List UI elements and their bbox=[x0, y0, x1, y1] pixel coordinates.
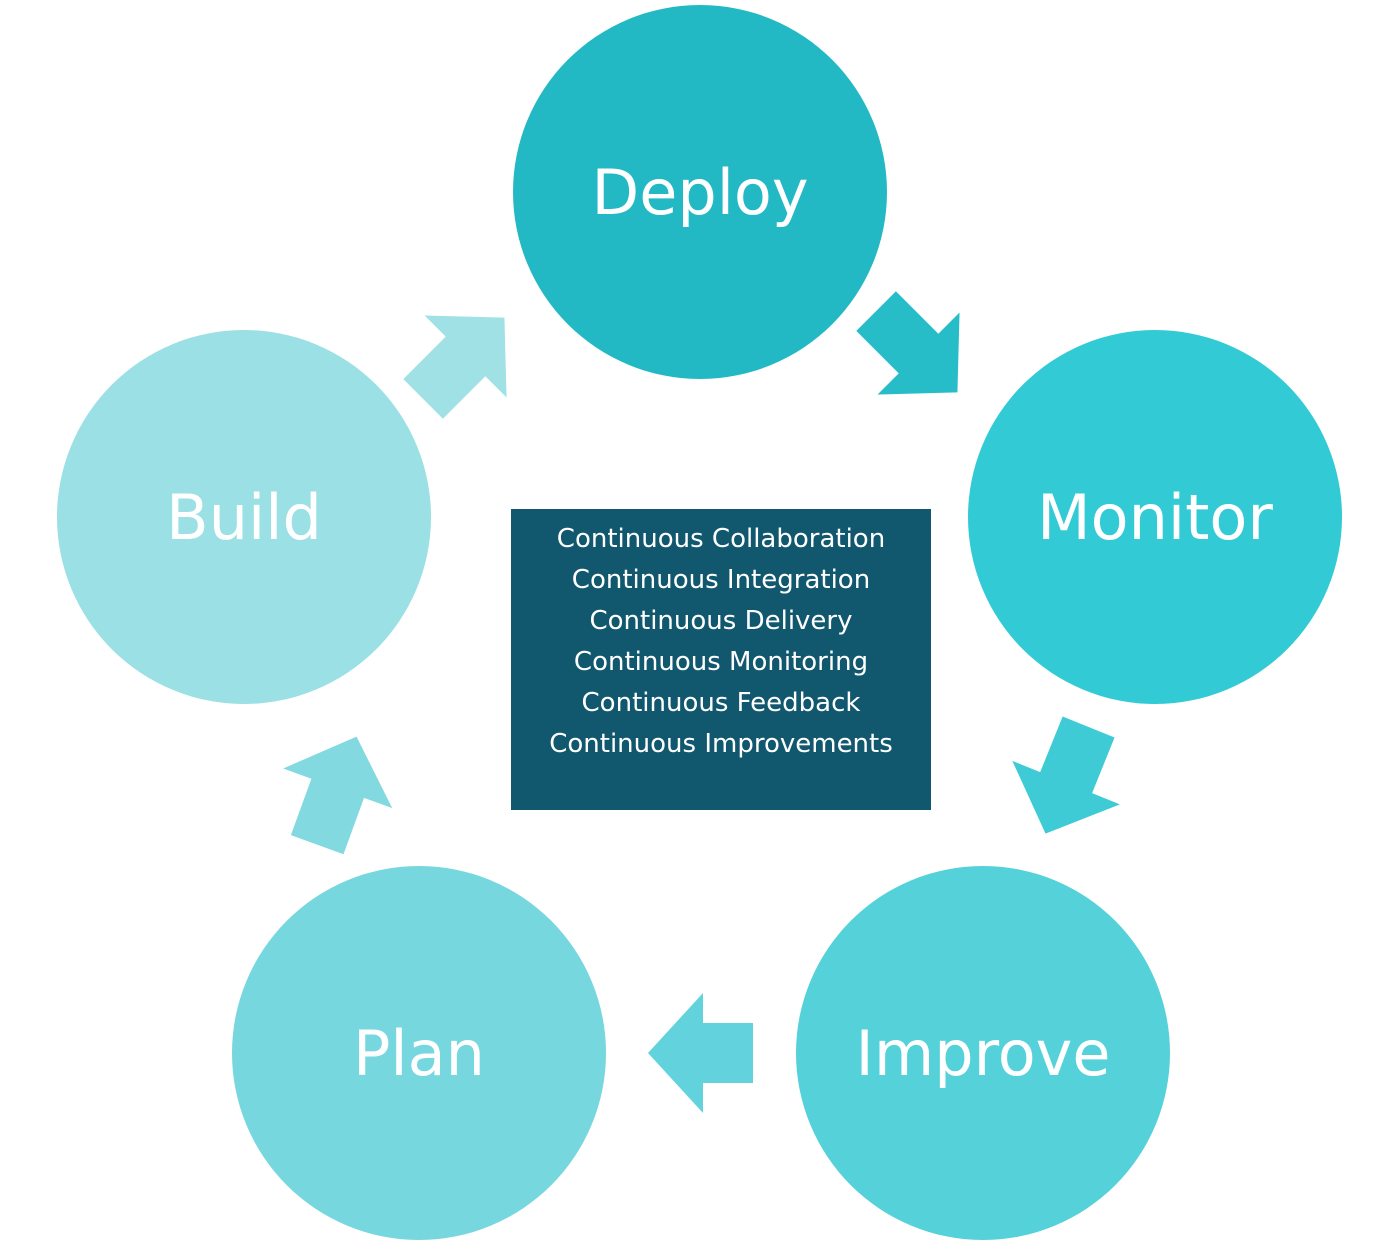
node-plan-label: Plan bbox=[353, 1016, 485, 1090]
node-monitor-label: Monitor bbox=[1037, 480, 1273, 554]
practice-line: Continuous Improvements bbox=[549, 729, 893, 759]
arrow-deploy-to-monitor bbox=[856, 291, 960, 395]
node-improve-label: Improve bbox=[855, 1016, 1111, 1090]
node-deploy: Deploy bbox=[513, 5, 887, 379]
practice-line: Continuous Collaboration bbox=[556, 524, 886, 554]
practices-box: Continuous Collaboration Continuous Inte… bbox=[511, 509, 931, 810]
arrow-monitor-to-improve bbox=[1012, 716, 1120, 834]
practice-line: Continuous Monitoring bbox=[573, 647, 869, 677]
arrow-plan-to-build bbox=[283, 736, 393, 855]
node-monitor: Monitor bbox=[968, 330, 1342, 704]
arrow-build-to-deploy bbox=[403, 315, 507, 419]
node-deploy-label: Deploy bbox=[591, 155, 809, 229]
practice-line: Continuous Feedback bbox=[581, 688, 861, 718]
arrow-improve-to-plan bbox=[648, 993, 753, 1113]
node-improve: Improve bbox=[796, 866, 1170, 1240]
node-build: Build bbox=[57, 330, 431, 704]
node-build-label: Build bbox=[166, 480, 322, 554]
practice-line: Continuous Integration bbox=[571, 565, 871, 595]
practice-line: Continuous Delivery bbox=[589, 606, 853, 636]
node-plan: Plan bbox=[232, 866, 606, 1240]
